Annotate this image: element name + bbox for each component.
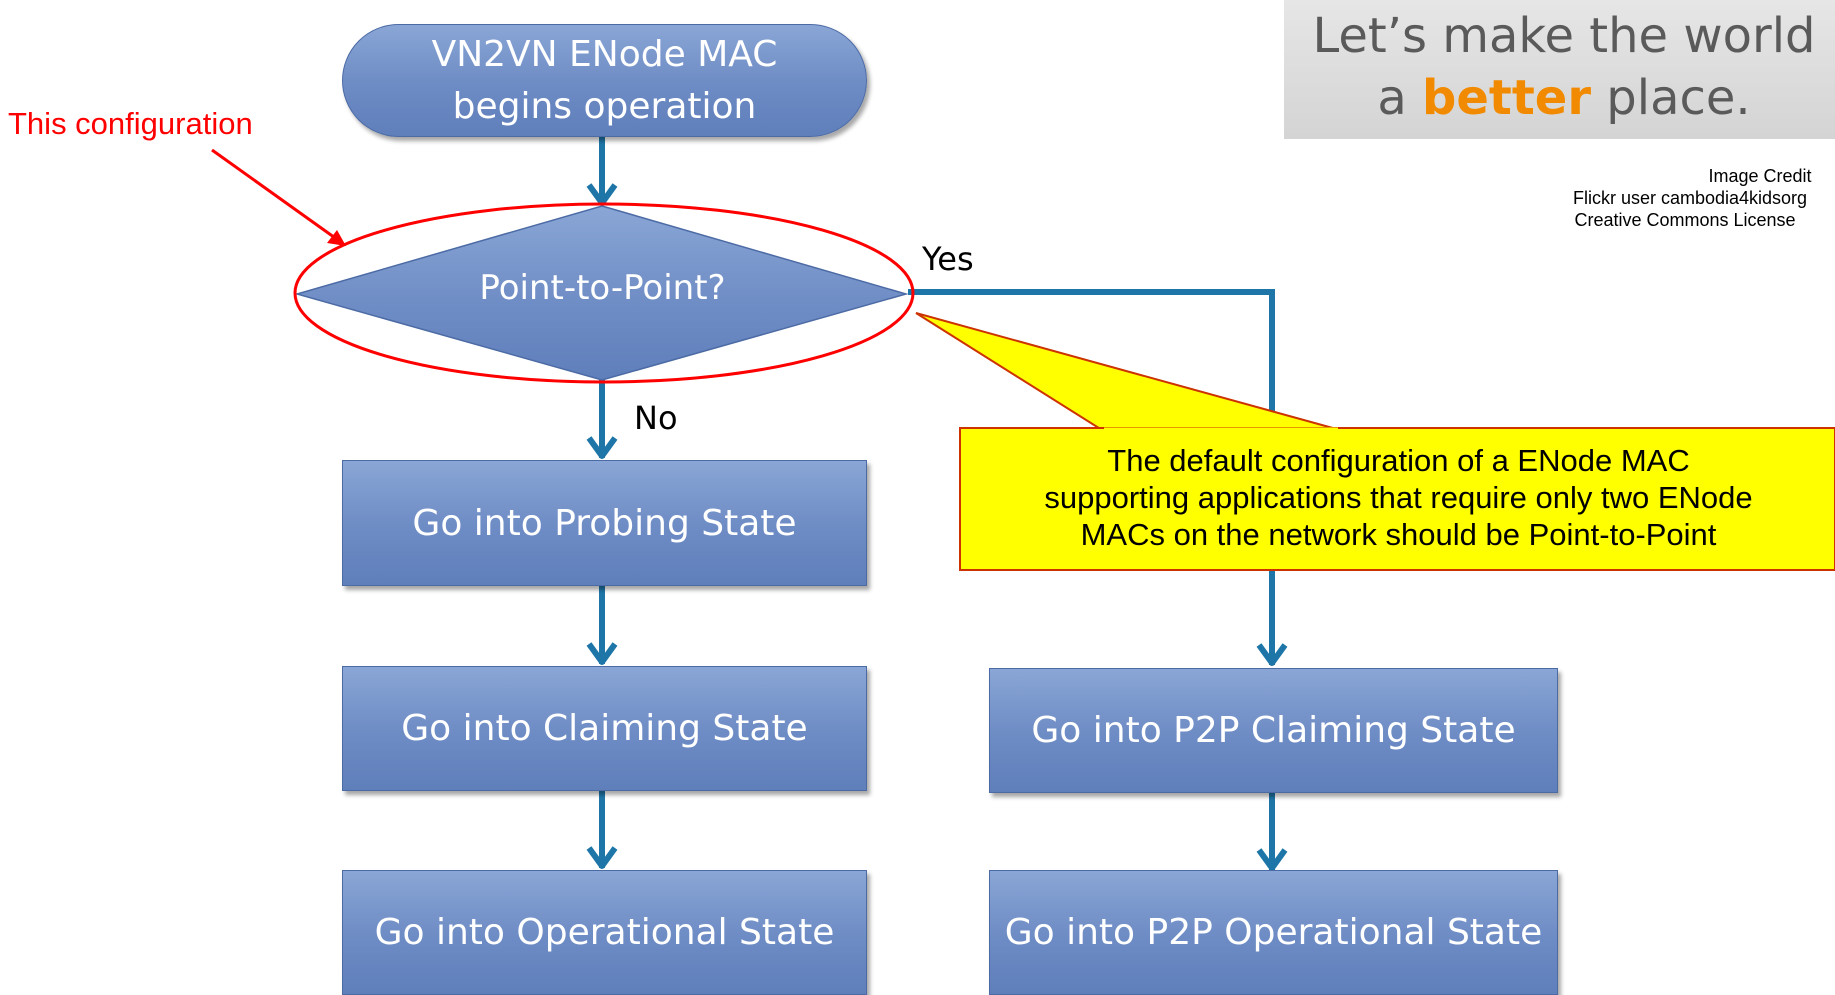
claiming-state-box: Go into Claiming State — [342, 666, 867, 791]
credit-line-1: Image Credit — [1708, 166, 1812, 186]
callout-pointer — [915, 312, 1341, 431]
slogan-banner-image: Let’s make the world a better place. — [1284, 0, 1835, 139]
banner-highlight-word: better — [1421, 70, 1592, 126]
decision-label: Point-to-Point? — [479, 268, 726, 308]
p2p-operational-state-label: Go into P2P Operational State — [1004, 912, 1543, 953]
annotation-arrow — [211, 148, 339, 242]
p2p-operational-state-box: Go into P2P Operational State — [989, 870, 1558, 995]
callout-line-2: supporting applications that require onl… — [1044, 480, 1753, 515]
probing-state-box: Go into Probing State — [342, 460, 867, 586]
annotation-arrowhead — [327, 230, 346, 246]
arrowhead-claiming-to-operational — [586, 846, 618, 869]
annotation-ellipse — [293, 202, 915, 384]
yes-label: Yes — [922, 240, 974, 278]
arrowhead-p2p-claiming-to-operational — [1256, 848, 1288, 871]
arrowhead-decision-to-probing — [586, 436, 618, 459]
p2p-claiming-state-label: Go into P2P Claiming State — [1031, 710, 1516, 751]
start-line-1: VN2VN ENode MAC — [431, 33, 778, 75]
arrowhead-yes-branch — [1256, 643, 1288, 666]
credit-line-3: Creative Commons License — [1574, 210, 1796, 230]
banner-line-1: Let’s make the world — [1312, 8, 1816, 64]
no-label: No — [634, 399, 678, 437]
callout-text: The default configuration of a ENode MAC… — [962, 442, 1835, 553]
start-line-2: begins operation — [452, 85, 757, 127]
banner-line-2-prefix: a — [1377, 70, 1422, 126]
banner-line-2-suffix: place. — [1591, 70, 1751, 126]
operational-state-box: Go into Operational State — [342, 870, 867, 995]
operational-state-label: Go into Operational State — [374, 912, 835, 953]
decision-diamond — [294, 205, 909, 381]
arrowhead-probing-to-claiming — [586, 642, 618, 665]
claiming-state-label: Go into Claiming State — [401, 708, 808, 749]
start-terminator: VN2VN ENode MAC begins operation — [342, 24, 867, 137]
credit-line-2: Flickr user cambodia4kidsorg — [1572, 188, 1808, 208]
p2p-claiming-state-box: Go into P2P Claiming State — [989, 668, 1558, 793]
callout-line-3: MACs on the network should be Point-to-P… — [1080, 517, 1717, 552]
image-credit: Image Credit Flickr user cambodia4kidsor… — [1480, 165, 1835, 231]
probing-state-label: Go into Probing State — [412, 502, 797, 544]
banner-line-2: a better place. — [1284, 70, 1835, 126]
callout-box — [959, 427, 1835, 571]
callout-line-1: The default configuration of a ENode MAC — [1107, 443, 1690, 478]
annotation-label: This configuration — [8, 106, 253, 141]
